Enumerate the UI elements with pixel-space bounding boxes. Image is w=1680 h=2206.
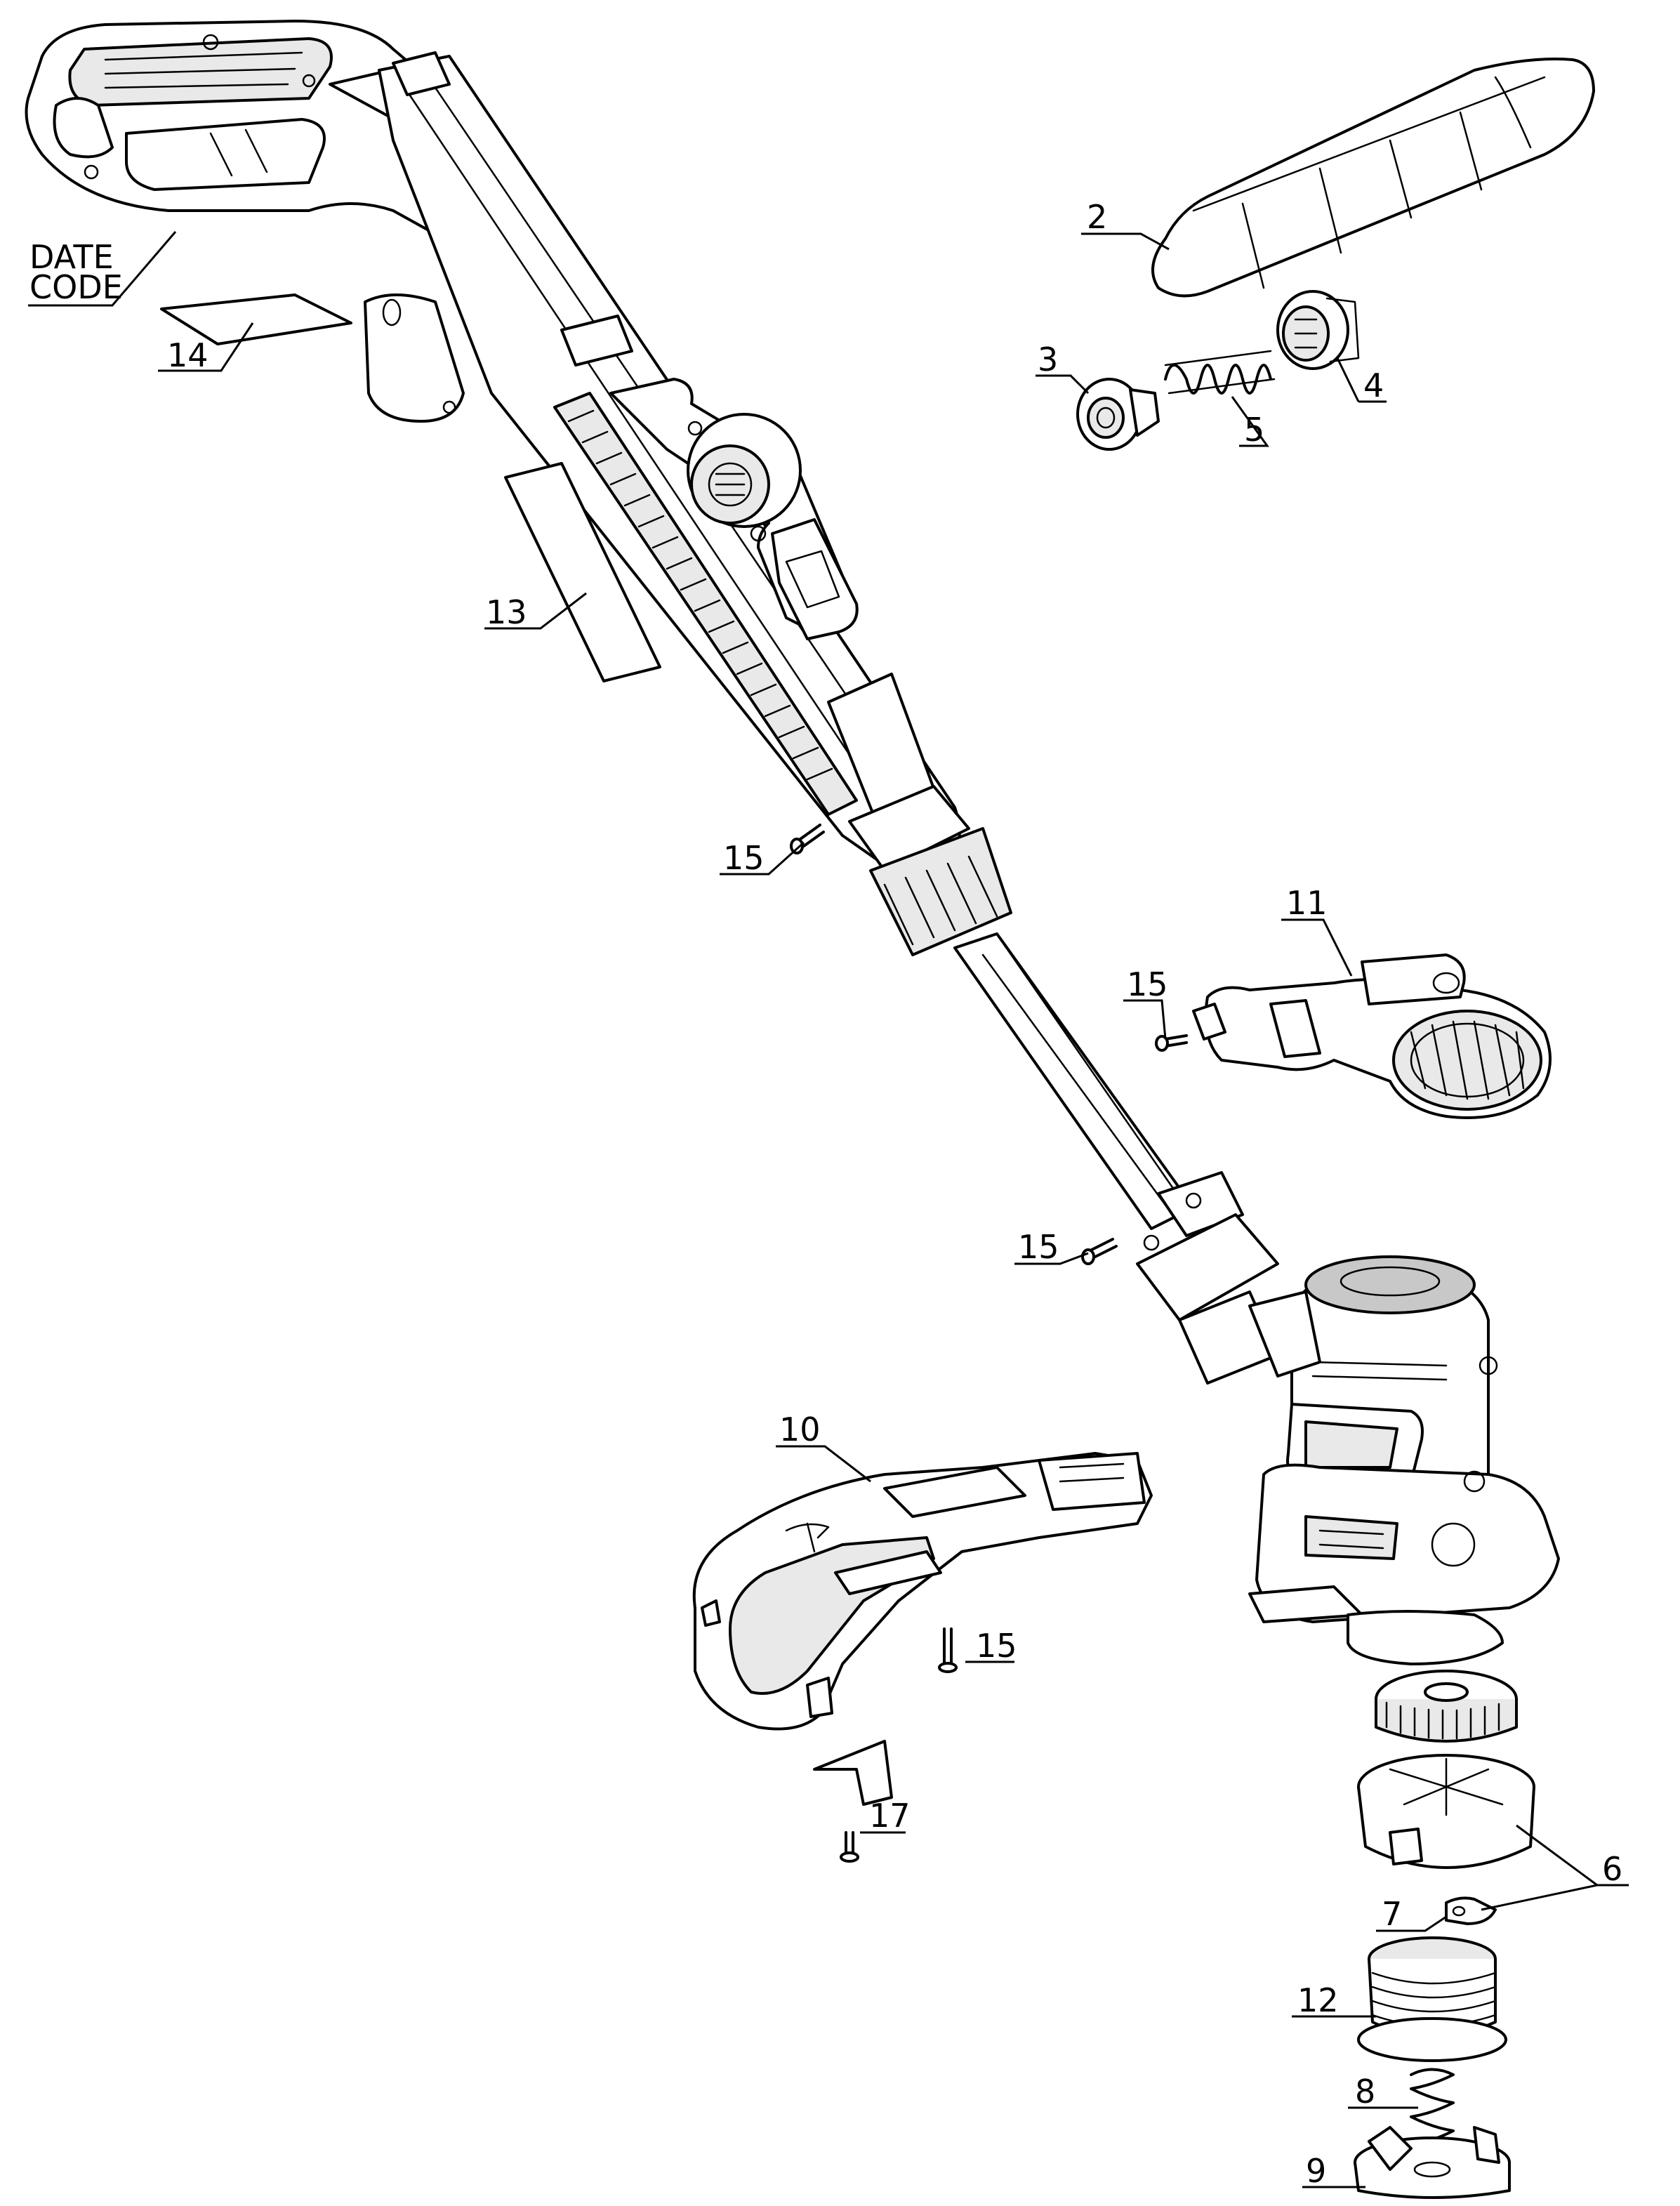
- callout-11: 11: [1286, 884, 1328, 922]
- callout-date-code-line2: CODE: [29, 268, 123, 306]
- callout-13: 13: [486, 593, 527, 631]
- part-17-blade: [813, 1740, 893, 1806]
- part-3-cap: [1076, 378, 1160, 451]
- part-12-spool: [1357, 1936, 1507, 2062]
- callout-3: 3: [1038, 341, 1058, 378]
- part-10-guard: [692, 1452, 1153, 1731]
- shaft-collar: [848, 785, 1012, 956]
- part-6-spool-housing: [1357, 1670, 1535, 1869]
- part-11-wheel-bracket: [1192, 953, 1552, 1119]
- part-8-spring: [1410, 2068, 1455, 2146]
- callout-7: 7: [1382, 1895, 1402, 1933]
- part-15-screw-bracket: [1155, 1034, 1188, 1052]
- callout-2: 2: [1087, 198, 1107, 236]
- callout-15-lower: 15: [1018, 1228, 1059, 1266]
- part-15-screw-lower: [1081, 1238, 1118, 1265]
- callout-15-guard: 15: [976, 1627, 1017, 1665]
- part-2-aux-handle: [1151, 58, 1595, 298]
- callout-10: 10: [779, 1411, 821, 1448]
- callout-5: 5: [1244, 411, 1264, 449]
- callout-14: 14: [167, 336, 209, 374]
- callout-9: 9: [1306, 2152, 1326, 2190]
- part-17-screw: [840, 1831, 859, 1863]
- callout-15-upper: 15: [723, 839, 765, 877]
- callout-4: 4: [1363, 366, 1384, 404]
- part-9-spool-cover: [1354, 2126, 1511, 2199]
- callout-17: 17: [869, 1797, 911, 1835]
- motor-housing: [1248, 1255, 1560, 1665]
- callout-8: 8: [1355, 2073, 1375, 2111]
- callout-6: 6: [1602, 1850, 1622, 1888]
- callout-date-code-line1: DATE: [29, 238, 114, 276]
- part-7-eyelet: [1445, 1896, 1497, 1925]
- main-shaft-housing: [378, 51, 961, 886]
- part-15-screw-guard: [938, 1627, 958, 1673]
- shaft-rib-marks: [567, 409, 833, 781]
- callout-15-bracket: 15: [1127, 965, 1168, 1003]
- leader-lines: [28, 231, 1629, 2188]
- callout-labels: DATE CODE 14 13 2 3 4 5 15 11 15 15 10 1…: [29, 198, 1622, 2190]
- part-13-label: [504, 462, 661, 682]
- callout-12: 12: [1297, 1981, 1339, 2019]
- part-4-gear-knob: [1276, 290, 1360, 370]
- part-14-label: [160, 293, 352, 345]
- part-5-spring: [1164, 350, 1276, 395]
- handle-side-cap: [364, 293, 465, 423]
- part-15-screw-upper: [790, 824, 825, 854]
